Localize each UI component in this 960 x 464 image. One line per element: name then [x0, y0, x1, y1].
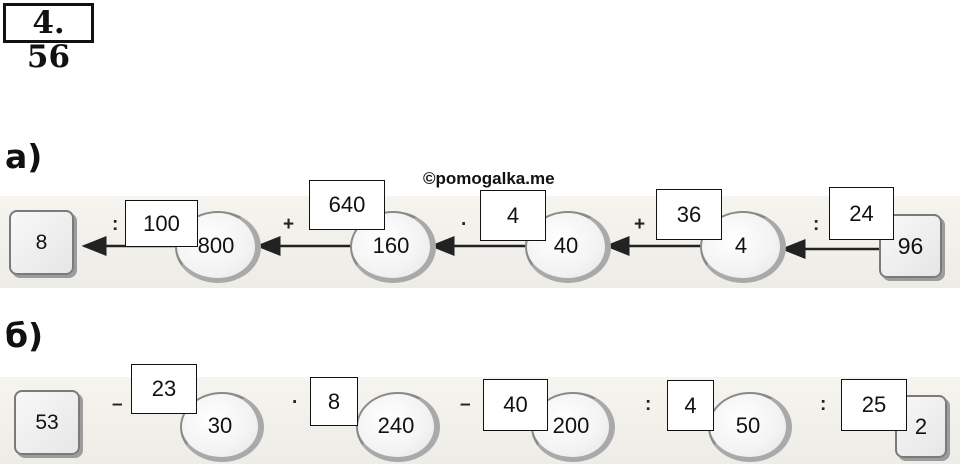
- part-b-op-3: –: [460, 394, 471, 415]
- part-a-oval-4: 4: [700, 211, 786, 283]
- part-b-op-1: –: [112, 394, 123, 415]
- part-b-op-5: :: [820, 394, 827, 415]
- part-b-answer-1: 23: [131, 364, 197, 414]
- part-b-label: б): [5, 316, 44, 355]
- part-b-answer-3: 40: [483, 379, 548, 431]
- part-a-op-5: :: [813, 214, 820, 235]
- part-b-op-2: ·: [292, 392, 299, 413]
- part-a-answer-2: 640: [309, 180, 385, 230]
- problem-number: 4. 56: [3, 3, 94, 74]
- part-a-answer-5: 24: [829, 187, 894, 240]
- part-a-answer-4: 36: [656, 189, 722, 240]
- part-a-answer-3: 4: [480, 190, 546, 241]
- part-a-answer-1: 100: [125, 200, 198, 247]
- part-a-label: а): [5, 137, 43, 176]
- part-a-op-3: ·: [461, 214, 468, 235]
- watermark: ©pomogalka.me: [423, 169, 555, 188]
- part-a-oval-1: 800: [175, 211, 261, 283]
- part-b-answer-4: 4: [667, 380, 714, 431]
- part-b-oval-1: 30: [180, 392, 264, 462]
- part-a-op-2: +: [283, 214, 295, 235]
- part-a-end-box: 8: [9, 210, 74, 275]
- part-b-oval-4: 50: [708, 392, 792, 462]
- part-b-op-4: :: [645, 394, 652, 415]
- part-b-oval-2: 240: [356, 392, 440, 462]
- part-a-op-4: +: [634, 214, 646, 235]
- part-b-answer-5: 25: [841, 379, 907, 431]
- part-b-answer-2: 8: [310, 377, 358, 426]
- part-a-op-1: :: [112, 214, 119, 235]
- part-b-start-box: 53: [14, 390, 80, 455]
